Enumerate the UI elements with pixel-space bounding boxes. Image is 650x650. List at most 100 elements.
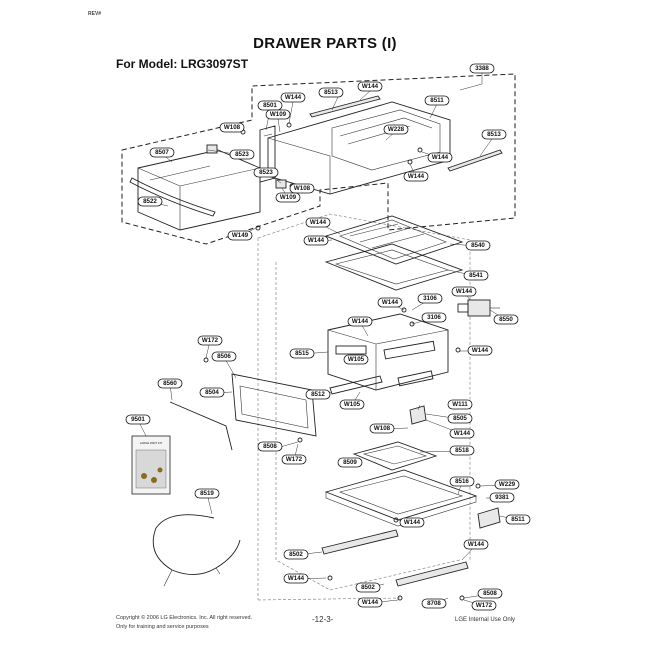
svg-text:W105: W105 <box>348 356 365 363</box>
kit-card-heading: LARGE PART KIT <box>140 441 163 445</box>
clip-8523-lower <box>275 179 287 189</box>
bracket-8512 <box>329 375 383 395</box>
svg-text:8515: 8515 <box>295 350 309 357</box>
callout-8522: 8522 <box>137 196 163 207</box>
burner-box <box>327 313 449 391</box>
svg-text:W144: W144 <box>404 519 421 526</box>
svg-text:W228: W228 <box>388 126 405 133</box>
page-title: DRAWER PARTS (I) <box>253 35 397 52</box>
svg-text:W144: W144 <box>362 599 379 606</box>
callout-8512: 8512 <box>305 389 331 400</box>
svg-text:8502: 8502 <box>289 551 303 558</box>
valve-assembly <box>457 299 500 317</box>
callout-w105-a: W105 <box>343 354 369 365</box>
callout-w109-a: W109 <box>265 109 291 120</box>
svg-text:3388: 3388 <box>475 65 489 72</box>
wire-harness <box>152 514 241 575</box>
svg-text:8511: 8511 <box>511 516 525 523</box>
chassis-outline <box>257 213 471 601</box>
callout-w172-c: W172 <box>471 600 497 611</box>
svg-text:W144: W144 <box>285 94 302 101</box>
drawer-handle <box>129 177 216 217</box>
svg-text:W144: W144 <box>310 219 327 226</box>
screws-lower <box>203 307 481 601</box>
callout-9501: 9501 <box>125 414 151 425</box>
training-notice: Only for training and service purposes <box>116 624 209 630</box>
svg-text:8504: 8504 <box>205 389 219 396</box>
callout-8540: 8540 <box>465 240 491 251</box>
svg-text:8540: 8540 <box>471 242 485 249</box>
svg-text:3106: 3106 <box>427 314 441 321</box>
callout-9381: 9381 <box>489 492 515 503</box>
callout-w144-k: W144 <box>449 428 475 439</box>
svg-text:W144: W144 <box>472 347 489 354</box>
slide-rail-right <box>447 149 503 172</box>
parts-kit-card <box>131 435 171 495</box>
internal-use-notice: LGE Internal Use Only <box>455 617 516 623</box>
svg-text:9381: 9381 <box>495 494 509 501</box>
svg-text:8523: 8523 <box>259 169 273 176</box>
svg-text:W144: W144 <box>456 288 473 295</box>
slide-rail-top <box>309 95 381 118</box>
callout-w149: W149 <box>227 230 253 241</box>
callout-w144-e: W144 <box>305 217 331 228</box>
svg-text:W108: W108 <box>374 425 391 432</box>
callout-w144-d: W144 <box>403 171 429 182</box>
callout-8513-right: 8513 <box>481 129 507 140</box>
callout-w144-g: W144 <box>377 297 403 308</box>
front-frame <box>231 373 317 437</box>
callout-8519: 8519 <box>194 488 220 499</box>
svg-text:W144: W144 <box>352 318 369 325</box>
svg-text:8507: 8507 <box>155 149 169 156</box>
igniter <box>409 405 427 425</box>
svg-text:W144: W144 <box>288 575 305 582</box>
svg-text:W229: W229 <box>499 481 516 488</box>
copyright-text: Copyright © 2006 LG Electronics. Inc. Al… <box>116 615 253 621</box>
callout-8504: 8504 <box>199 387 225 398</box>
callout-8515: 8515 <box>289 348 315 359</box>
svg-text:W144: W144 <box>408 173 425 180</box>
svg-text:8519: 8519 <box>200 490 214 497</box>
callout-8501: 8501 <box>257 100 283 111</box>
svg-text:8541: 8541 <box>469 272 483 279</box>
svg-text:W144: W144 <box>308 237 325 244</box>
callout-w229: W229 <box>494 479 520 490</box>
svg-text:8560: 8560 <box>163 380 177 387</box>
callout-w108-b: W108 <box>289 183 315 194</box>
callout-8506-a: 8506 <box>211 351 237 362</box>
svg-text:9501: 9501 <box>131 416 145 423</box>
callout-8708: 8708 <box>421 598 447 609</box>
callout-3388: 3388 <box>469 63 495 74</box>
callout-w111: W111 <box>447 399 473 410</box>
svg-text:W108: W108 <box>224 124 241 131</box>
callout-8511-upper: 8511 <box>424 95 450 106</box>
svg-text:W144: W144 <box>382 299 399 306</box>
callout-w144-j: W144 <box>467 345 493 356</box>
svg-text:8505: 8505 <box>453 415 467 422</box>
svg-text:W105: W105 <box>344 401 361 408</box>
drawer-front-panel <box>137 149 261 231</box>
svg-text:8506: 8506 <box>217 353 231 360</box>
model-line: For Model: LRG3097ST <box>116 57 249 71</box>
callout-w144-l: W144 <box>399 517 425 528</box>
svg-text:W144: W144 <box>468 541 485 548</box>
callout-w108-c: W108 <box>369 423 395 434</box>
callout-3106-b: 3106 <box>421 312 447 323</box>
svg-text:W108: W108 <box>294 185 311 192</box>
svg-text:8502: 8502 <box>361 584 375 591</box>
svg-text:W172: W172 <box>476 602 493 609</box>
callout-w144-f: W144 <box>303 235 329 246</box>
bottom-pan <box>324 469 478 527</box>
svg-text:8508: 8508 <box>263 443 277 450</box>
svg-text:8509: 8509 <box>343 459 357 466</box>
callout-w144-h: W144 <box>451 286 477 297</box>
svg-text:W144: W144 <box>432 154 449 161</box>
svg-text:W172: W172 <box>202 337 219 344</box>
callout-w228: W228 <box>383 124 409 135</box>
callout-3106-a: 3106 <box>417 293 443 304</box>
callout-w144-n: W144 <box>283 573 309 584</box>
callout-w105-b: W105 <box>339 399 365 410</box>
callout-w144-c: W144 <box>427 152 453 163</box>
callout-8518: 8518 <box>449 445 475 456</box>
callout-8550: 8550 <box>493 314 519 325</box>
